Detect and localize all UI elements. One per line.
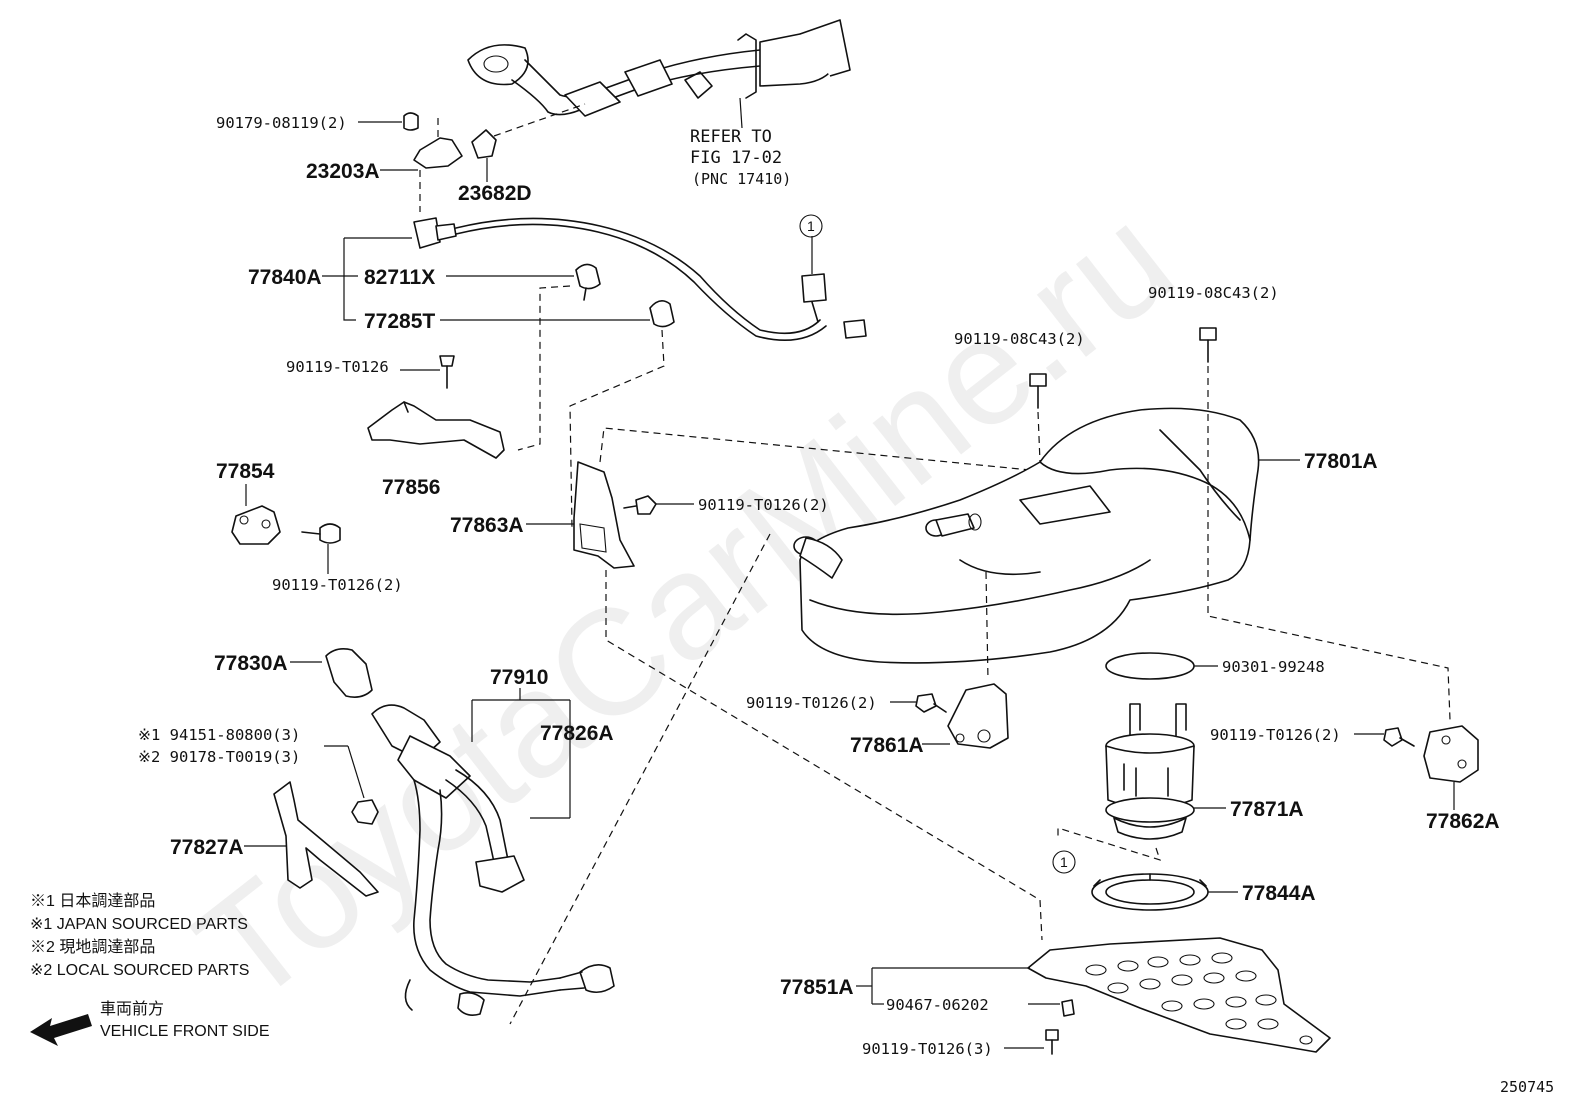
label-77840A: 77840A [248, 266, 322, 289]
label-90119-T0126-2d: 90119-T0126(2) [1210, 726, 1341, 744]
bracket-77861A-drawing [890, 683, 1009, 749]
connector-ref-circle-2 [1052, 850, 1076, 874]
refer-to-text: REFER TO [690, 127, 772, 147]
fuel-tank-77801A-drawing [793, 407, 1300, 664]
bracket-77863A-drawing [526, 427, 1043, 941]
label-90119-T0126-2a: 90119-T0126(2) [272, 576, 403, 594]
vehicle-front-arrow-icon [30, 1014, 92, 1046]
nut-note-drawing [324, 745, 379, 825]
legend-jp1: ※1 日本調達部品 [30, 892, 155, 910]
clamp-82711X-drawing [446, 263, 601, 451]
label-77910: 77910 [490, 666, 548, 689]
label-90119-T0126-2b: 90119-T0126(2) [698, 496, 829, 514]
bracket-23203A-drawing [380, 118, 463, 212]
legend-front-jp: 車両前方 [100, 1000, 164, 1018]
refer-fig-text: FIG 17-02 [690, 148, 782, 168]
filler-pipe-drawing [290, 533, 771, 1025]
label-77285T: 77285T [364, 310, 435, 333]
retainer-ring-77844A-drawing [1091, 873, 1238, 911]
legend-front-en: VEHICLE FRONT SIDE [100, 1023, 270, 1040]
label-77826A: 77826A [540, 722, 614, 745]
sender-wire-harness-drawing [413, 214, 867, 342]
legend-jp2: ※2 現地調達部品 [30, 938, 155, 956]
label-90179-08119: 90179-08119(2) [216, 114, 347, 132]
fuel-pump-77871A-drawing [1057, 703, 1226, 861]
label-23682D: 23682D [458, 182, 532, 205]
label-90467-06202: 90467-06202 [886, 996, 989, 1014]
label-77856: 77856 [382, 476, 440, 499]
label-77862A: 77862A [1426, 810, 1500, 833]
label-90119-08C43-2a: 90119-08C43(2) [954, 330, 1085, 348]
tank-bolts-08C43-drawing [985, 327, 1451, 721]
label-77863A: 77863A [450, 514, 524, 537]
gasket-90301-drawing [1105, 652, 1218, 680]
label-23203A: 23203A [306, 160, 380, 183]
bolt-90179-drawing [358, 112, 419, 131]
label-90301-99248: 90301-99248 [1222, 658, 1325, 676]
bracket-77856-drawing [367, 355, 505, 459]
label-77801A: 77801A [1304, 450, 1378, 473]
bracket-77827A-drawing [244, 781, 379, 897]
bracket-77862A-drawing [1354, 725, 1479, 810]
connector-ref-circle-1: 1 [807, 218, 815, 234]
connector-ref-circle-2-text: 1 [1060, 854, 1068, 870]
label-90119-08C43-2b: 90119-08C43(2) [1148, 284, 1279, 302]
note-code-1: ※1 94151-80800(3) [138, 726, 300, 744]
legend-en1: ※1 JAPAN SOURCED PARTS [30, 916, 248, 933]
label-77830A: 77830A [214, 652, 288, 675]
refer-pnc-text: (PNC 17410) [692, 170, 791, 188]
label-77861A: 77861A [850, 734, 924, 757]
bracket-77840A [322, 237, 412, 321]
label-90119-T0126-2c: 90119-T0126(2) [746, 694, 877, 712]
label-77854: 77854 [216, 460, 275, 483]
bracket-77910 [471, 688, 571, 819]
note-code-2: ※2 90178-T0019(3) [138, 748, 300, 766]
label-90119-T0126-3: 90119-T0126(3) [862, 1040, 993, 1058]
label-82711X: 82711X [364, 266, 435, 289]
exhaust-pipe-drawing [467, 19, 851, 117]
label-77871A: 77871A [1230, 798, 1304, 821]
protector-77854-drawing [231, 484, 341, 574]
label-77844A: 77844A [1242, 882, 1316, 905]
gasket-23682D-drawing [471, 103, 586, 182]
legend-en2: ※2 LOCAL SOURCED PARTS [30, 962, 249, 979]
label-77827A: 77827A [170, 836, 244, 859]
protector-plate-77851A-drawing [856, 937, 1331, 1055]
label-90119-T0126: 90119-T0126 [286, 358, 389, 376]
figure-code: 250745 [1500, 1078, 1554, 1096]
clamp-77285T-drawing [440, 300, 675, 529]
label-77851A: 77851A [780, 976, 854, 999]
